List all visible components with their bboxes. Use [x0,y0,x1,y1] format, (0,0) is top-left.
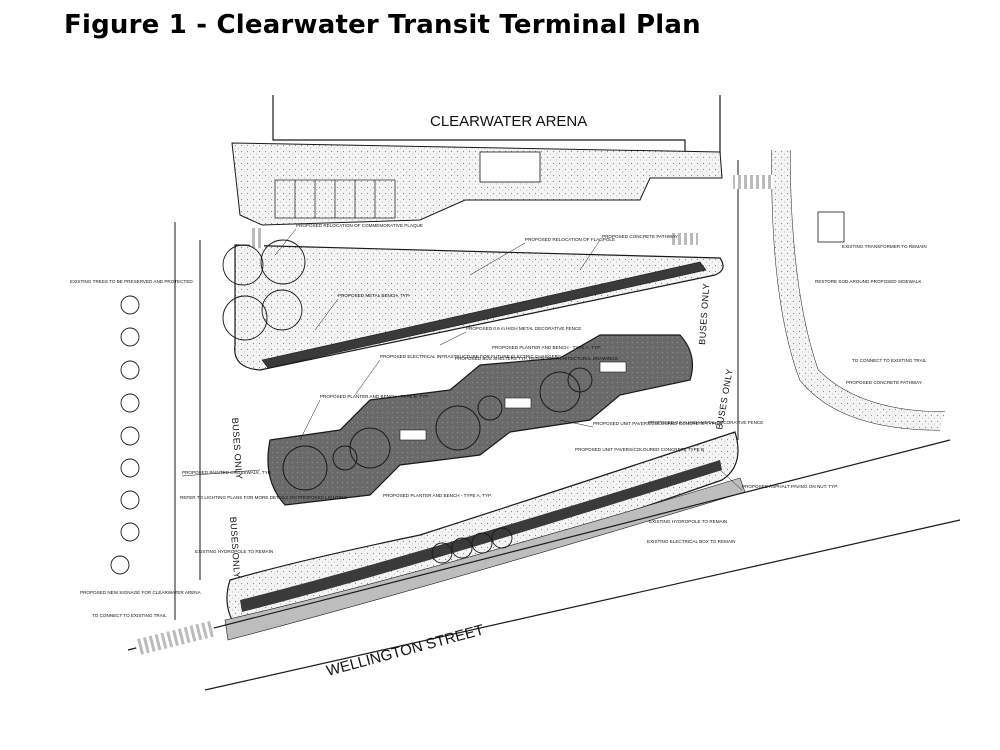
callout-planter-b: PROPOSED PLANTER AND BENCH - TYPE B, TYP… [320,394,429,399]
north-planting-strip [261,261,707,369]
crosswalks [134,175,773,656]
callout-shelters: PROPOSED BUS SHELTERS TYP. REFER TO ARCH… [455,356,618,361]
north-island-trees [222,239,306,341]
callout-plaque: PROPOSED RELOCATION OF COMMEMORATIVE PLA… [296,223,423,228]
callout-unit-pavers-a: PROPOSED UNIT PAVERS/COLOURED CONCRETE T… [593,421,723,426]
callout-electrical-box: EXISTING ELECTRICAL BOX TO REMAIN [647,539,736,544]
buses-only-label-north: BUSES ONLY [697,283,711,345]
arena-building [272,95,721,161]
platform-planters [282,367,593,491]
callout-concrete-pathway-right: PROPOSED CONCRETE PATHWAY [846,380,922,385]
buses-only-label-south: BUSES ONLY [228,516,242,578]
callout-fence-right: PROPOSED 0.9 m HIGH METAL DECORATIVE FEN… [648,420,763,425]
platform-shelters [399,361,627,441]
callout-flagpole: PROPOSED RELOCATION OF FLAGPOLE [525,237,615,242]
arena-forecourt [231,142,723,226]
wellington-street-edges [127,439,961,691]
callout-asphalt: PROPOSED ASPHALT PAVING ON NUT. TYP. [742,484,838,489]
leader-lines [181,228,743,491]
callout-hydropole-left: EXISTING HYDROPOLE TO REMAIN [195,549,273,554]
west-road-edges [174,222,201,620]
callout-transformer: EXISTING TRANSFORMER TO REMAIN [842,244,927,249]
callout-trail-right: TO CONNECT TO EXISTING TRAIL [852,358,927,363]
callout-sod: RESTORE SOD AROUND PROPOSED SIDEWALK [815,279,922,284]
arena-label: CLEARWATER ARENA [430,113,587,130]
callout-lighting: REFER TO LIGHTING PLANS FOR MORE DETAILS… [180,495,347,500]
central-platform [267,334,693,506]
callout-electrical: PROPOSED ELECTRICAL INFRASTRUCTURE FOR F… [380,354,561,359]
transformer-pad [817,211,845,243]
figure-title: Figure 1 - Clearwater Transit Terminal P… [64,10,701,40]
south-trees [431,527,513,564]
callout-planter-a-bottom: PROPOSED PLANTER AND BENCH - TYPE A, TYP… [383,493,492,498]
parking-stalls [274,179,396,219]
callout-planter-a-top: PROPOSED PLANTER AND BENCH - TYPE A, TYP… [492,345,601,350]
south-planting-strip [240,460,722,612]
callout-signage: PROPOSED NEW SIGNAGE FOR CLEARWATER AREN… [80,590,202,595]
street-label: WELLINGTON STREET [325,621,486,679]
callout-hydropole-right: EXISTING HYDROPOLE TO REMAIN [649,519,727,524]
callout-trees: EXISTING TREES TO BE PRESERVED AND PROTE… [70,279,193,284]
callout-trail-left: TO CONNECT TO EXISTING TRAIL [92,613,167,618]
buses-only-label-west: BUSES ONLY [230,417,244,479]
forecourt-feature [479,151,541,183]
callout-metal-bench: PROPOSED METAL BENCH, TYP. [338,293,410,298]
existing-trees [110,295,140,575]
callout-fence-top: PROPOSED 0.9 m HIGH METAL DECORATIVE FEN… [466,326,581,331]
east-sidewalk [771,150,945,430]
callout-unit-pavers-b: PROPOSED UNIT PAVERS/COLOURED CONCRETE T… [575,447,704,452]
callout-concrete-pathway: PROPOSED CONCRETE PATHWAY [602,234,678,239]
